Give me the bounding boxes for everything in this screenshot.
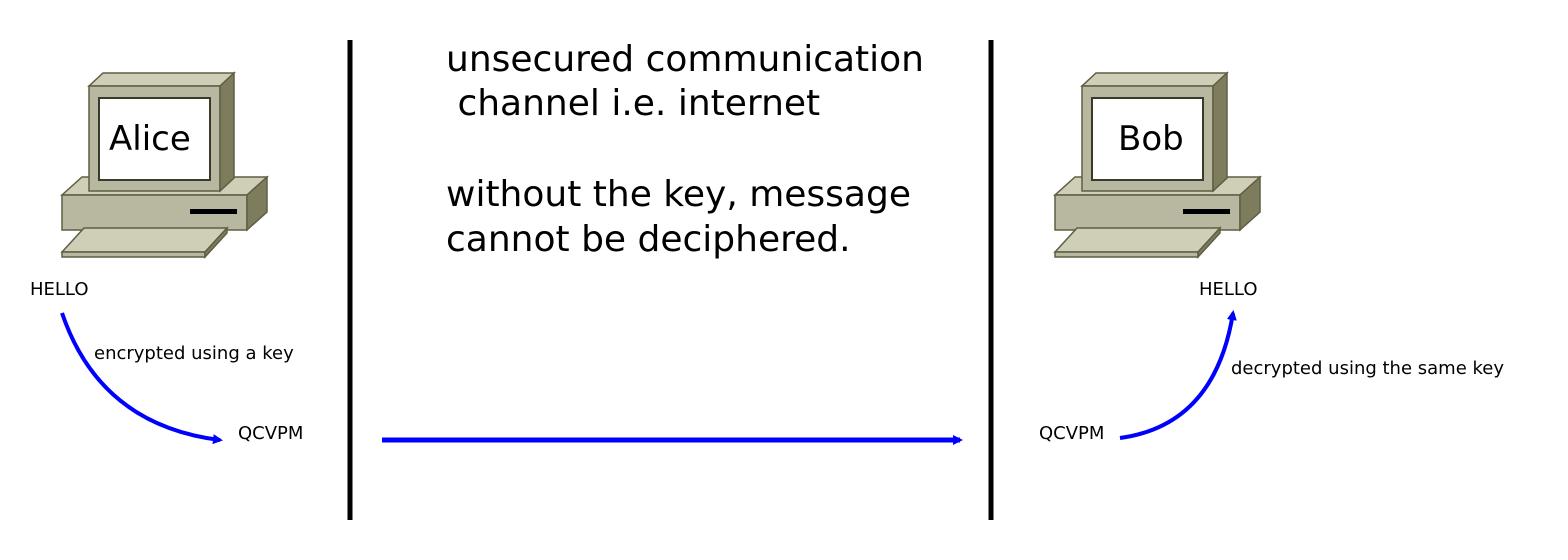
alice-computer-icon — [60, 71, 269, 259]
encrypt-label: encrypted using a key — [94, 343, 294, 364]
bob-plaintext: HELLO — [1199, 279, 1258, 300]
bob-name: Bob — [1118, 119, 1184, 159]
alice-plaintext: HELLO — [30, 279, 89, 300]
channel-line-3: without the key, message — [446, 174, 911, 215]
alice-name: Alice — [109, 119, 191, 159]
bob-computer-icon — [1053, 71, 1262, 259]
channel-line-1: unsecured communication — [446, 39, 925, 80]
channel-line-4: cannot be deciphered. — [446, 219, 851, 260]
bob-ciphertext: QCVPM — [1039, 423, 1105, 444]
encrypt-arrow — [60, 312, 223, 445]
decrypt-label: decrypted using the same key — [1231, 358, 1505, 379]
channel-line-2: channel i.e. internet — [446, 83, 821, 124]
alice-ciphertext: QCVPM — [238, 423, 304, 444]
decrypt-arrow — [1119, 310, 1237, 440]
